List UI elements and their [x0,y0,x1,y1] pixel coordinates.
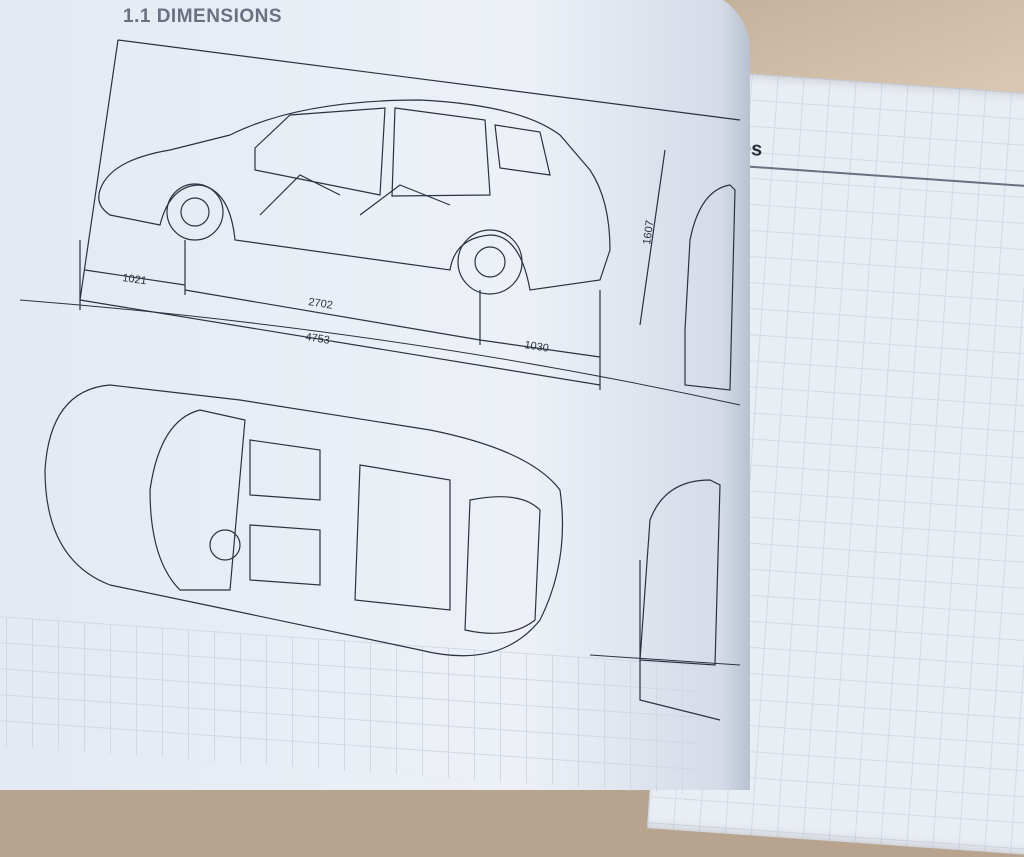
front-view-car [684,184,736,391]
rear-view-car [639,479,721,666]
top-view-car [44,384,564,657]
dimension-front-overhang: 1021 [122,272,148,287]
frame-line [117,39,741,121]
car-dimension-drawing: 1021 2702 4753 1030 1607 [19,39,741,721]
frame-line [79,39,119,301]
dimension-height: 1607 [641,220,656,246]
section-title: 1.1 DIMENSIONS [123,6,283,27]
dimension-wheelbase: 2702 [308,296,334,312]
left-page [0,0,750,796]
side-view-car [98,99,611,295]
dimension-overall-length: 4753 [305,331,331,347]
dimension-rear-overhang: 1030 [524,339,550,355]
